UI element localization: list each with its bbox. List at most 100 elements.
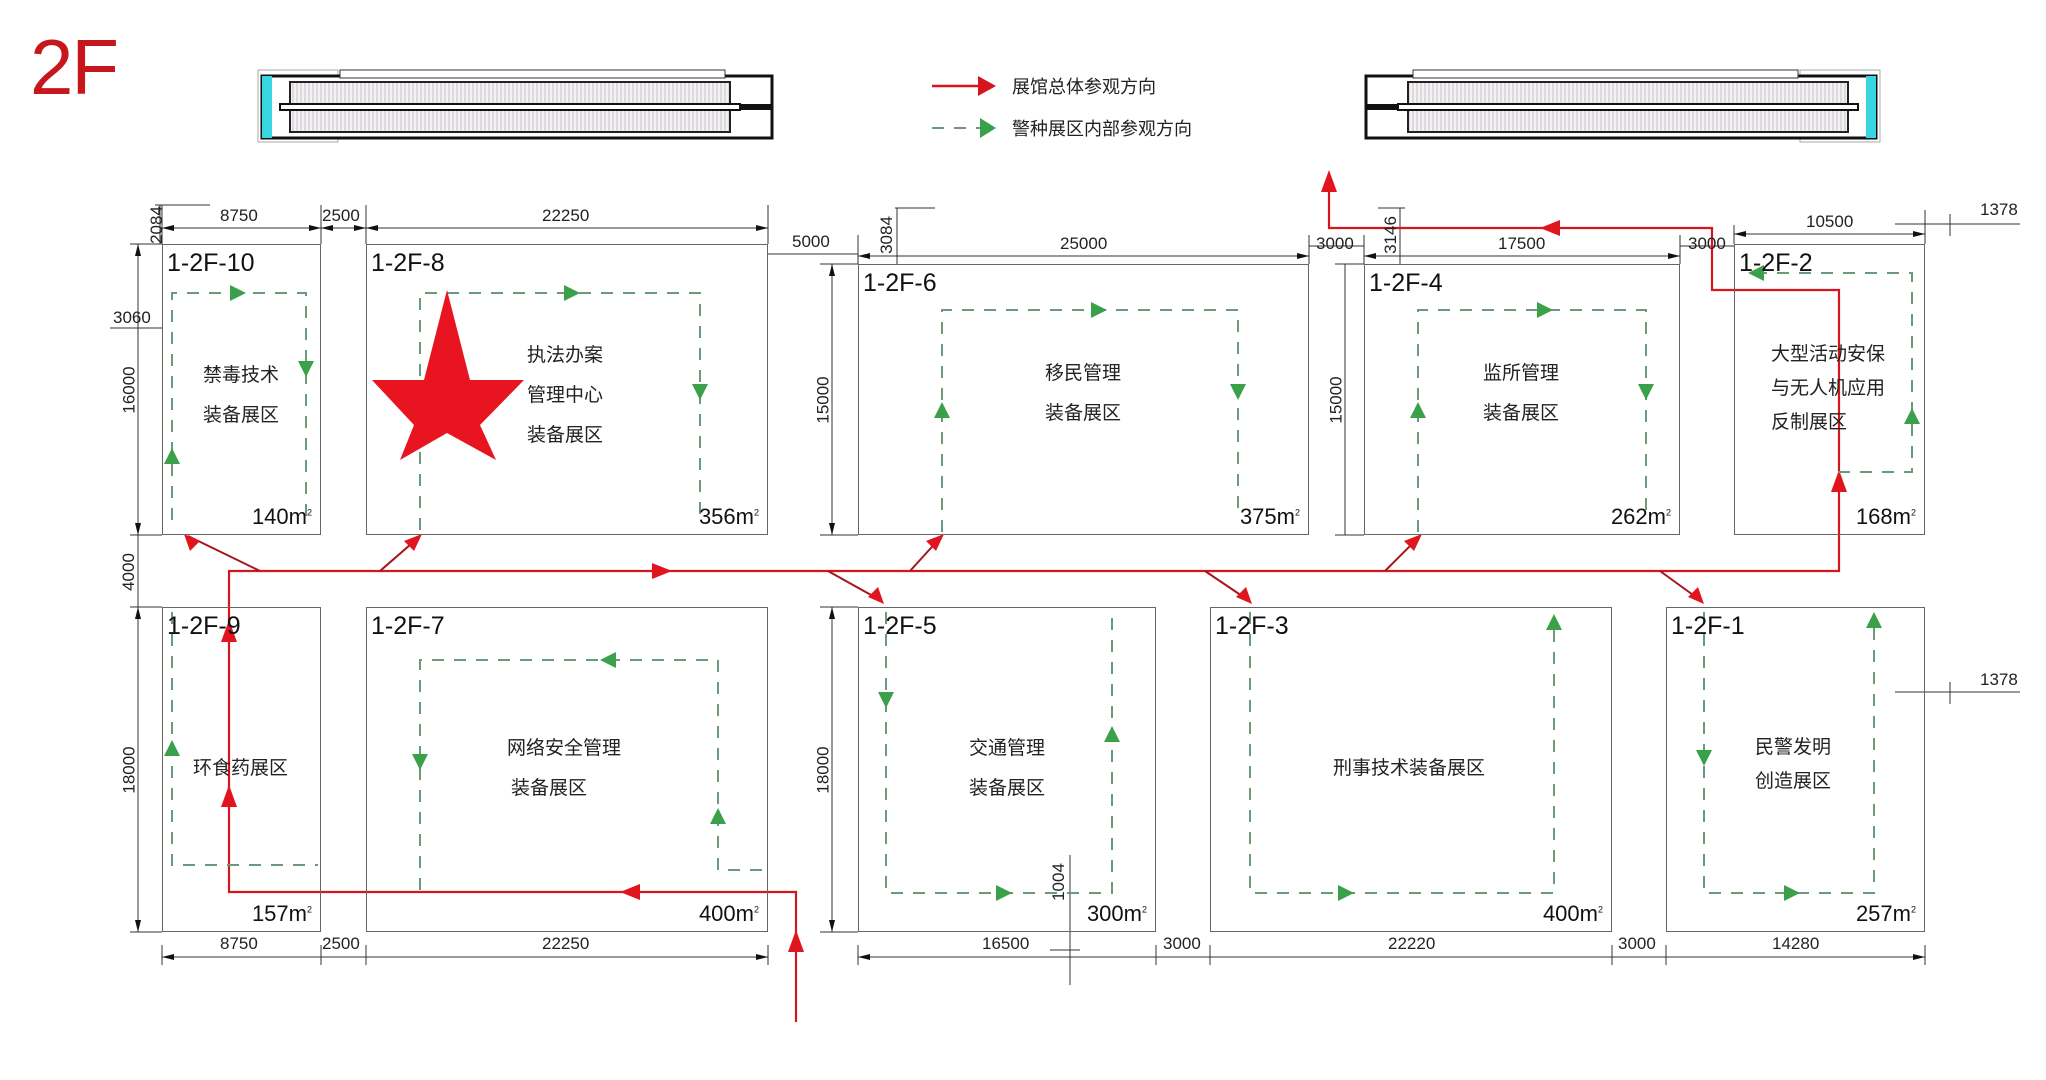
room-area: 375m2 — [1239, 504, 1300, 529]
room-code: 1-2F-9 — [167, 612, 241, 640]
room-1-2F-10[interactable]: 1-2F-10 禁毒技术 装备展区 140m2 — [162, 244, 321, 535]
route-arrow-icon — [652, 563, 672, 579]
room-code: 1-2F-10 — [167, 249, 255, 277]
inner-arrow-icon — [1230, 384, 1246, 400]
green-dashed-arrow-icon — [932, 118, 996, 138]
room-name: 交通管理 装备展区 — [969, 728, 1045, 808]
route-arrow-icon — [1831, 470, 1847, 492]
inner-arrow-icon — [1338, 885, 1354, 901]
dim-label: 25000 — [1060, 234, 1108, 253]
room-name-line: 与无人机应用 — [1771, 377, 1886, 399]
room-name-line: 装备展区 — [527, 424, 604, 446]
route-arrow-icon — [221, 785, 237, 807]
room-1-2F-6[interactable]: 1-2F-6 移民管理 装备展区 375m2 — [858, 264, 1309, 535]
inner-arrow-icon — [164, 448, 180, 464]
room-1-2F-1[interactable]: 1-2F-1 民警发明 创造展区 257m2 — [1666, 607, 1925, 932]
room-name-line: 装备展区 — [1483, 402, 1560, 424]
legend-inner-route-label: 警种展区内部参观方向 — [1012, 119, 1192, 140]
dim-label: 8750 — [220, 206, 258, 225]
dim-label: 4000 — [118, 553, 138, 591]
dim-label: 22250 — [542, 206, 590, 225]
room-name-line: 交通管理 — [969, 737, 1046, 759]
room-1-2F-9[interactable]: 1-2F-9 环食药展区 157m2 — [162, 607, 321, 932]
room-name-line: 反制展区 — [1771, 411, 1848, 433]
inner-arrow-icon — [164, 740, 180, 756]
room-name: 环食药展区 — [193, 748, 288, 788]
route-arrow-icon — [926, 534, 944, 551]
route-arrow-icon — [788, 930, 804, 952]
dimension-lines — [110, 204, 2020, 985]
legend-inner-route: 警种展区内部参观方向 — [930, 112, 1192, 144]
dim-label: 1004 — [1048, 863, 1068, 901]
room-name: 执法办案 管理中心 装备展区 — [527, 335, 603, 455]
route-arrow-icon — [184, 534, 200, 551]
route-arrow-icon — [404, 534, 422, 551]
room-1-2F-8[interactable]: 1-2F-8 执法办案 管理中心 装备展区 356m2 — [366, 244, 768, 535]
room-1-2F-4[interactable]: 1-2F-4 监所管理 装备展区 262m2 — [1364, 264, 1680, 535]
dim-label: 22220 — [1388, 934, 1436, 953]
room-code: 1-2F-5 — [863, 612, 937, 640]
room-1-2F-3[interactable]: 1-2F-3 刑事技术装备展区 400m2 — [1210, 607, 1612, 932]
inner-arrow-icon — [1904, 408, 1920, 424]
room-name: 刑事技术装备展区 — [1333, 748, 1485, 788]
room-code: 1-2F-3 — [1215, 612, 1289, 640]
room-name: 民警发明 创造展区 — [1755, 730, 1831, 798]
room-name-line: 网络安全管理 — [507, 737, 622, 759]
room-1-2F-5[interactable]: 1-2F-5 交通管理 装备展区 300m2 — [858, 607, 1156, 932]
legend-main-route-label: 展馆总体参观方向 — [1012, 77, 1156, 98]
room-name-line: 管理中心 — [527, 384, 604, 406]
inner-arrow-icon — [1748, 265, 1764, 281]
room-name-line: 环食药展区 — [193, 757, 289, 779]
dim-label: 2084 — [146, 206, 166, 244]
room-name-line: 监所管理 — [1483, 362, 1560, 384]
inner-arrow-icon — [230, 285, 246, 301]
dim-label: 8750 — [220, 934, 258, 953]
inner-arrow-icon — [1638, 384, 1654, 400]
room-name-line: 装备展区 — [203, 404, 280, 426]
escalator-right-icon — [1364, 69, 1881, 143]
dim-label: 2500 — [322, 206, 360, 225]
room-name-line: 大型活动安保 — [1771, 343, 1886, 365]
red-arrow-icon — [932, 76, 996, 96]
room-area: 400m2 — [1542, 901, 1603, 926]
inner-arrow-icon — [1784, 885, 1800, 901]
dim-label: 2500 — [322, 934, 360, 953]
room-name-line: 禁毒技术 — [203, 364, 280, 386]
main-route — [227, 188, 1841, 1022]
dim-label: 15000 — [813, 376, 833, 424]
room-name: 禁毒技术 装备展区 — [203, 355, 279, 435]
room-1-2F-2[interactable]: 1-2F-2 大型活动安保 与无人机应用 反制展区 168m2 — [1734, 244, 1925, 535]
inner-arrow-icon — [878, 692, 894, 708]
inner-arrow-icon — [564, 285, 580, 301]
room-name-line: 刑事技术装备展区 — [1333, 757, 1486, 779]
dim-label: 1378 — [1980, 670, 2018, 689]
inner-arrow-icon — [600, 652, 616, 668]
dim-label: 3000 — [1688, 234, 1726, 253]
route-arrow-icon — [1236, 587, 1252, 604]
room-name: 大型活动安保 与无人机应用 反制展区 — [1771, 337, 1885, 439]
room-code: 1-2F-7 — [371, 612, 445, 640]
dim-label: 3146 — [1380, 216, 1400, 254]
dim-label: 16000 — [119, 366, 139, 414]
room-code: 1-2F-6 — [863, 269, 937, 297]
room-area: 400m2 — [698, 901, 759, 926]
inner-arrow-icon — [934, 402, 950, 418]
room-code: 1-2F-2 — [1739, 249, 1813, 277]
dim-label: 3000 — [1316, 234, 1354, 253]
dim-label: 3084 — [876, 216, 896, 254]
inner-arrow-icon — [412, 754, 428, 770]
dim-label: 5000 — [792, 232, 830, 251]
dim-label: 14280 — [1772, 934, 1820, 953]
dim-label: 3000 — [1163, 934, 1201, 953]
route-arrow-icon — [1321, 170, 1337, 192]
room-area: 300m2 — [1086, 901, 1147, 926]
room-name: 监所管理 装备展区 — [1483, 353, 1559, 433]
room-1-2F-7[interactable]: 1-2F-7 网络安全管理 装备展区 400m2 — [366, 607, 768, 932]
room-name: 网络安全管理 装备展区 — [507, 728, 621, 808]
main-route-arrowheads — [184, 170, 1847, 952]
room-code: 1-2F-1 — [1671, 612, 1745, 640]
inner-arrow-icon — [692, 384, 708, 400]
legend: 展馆总体参观方向 警种展区内部参观方向 — [930, 70, 1192, 154]
dim-label: 3060 — [113, 308, 151, 327]
